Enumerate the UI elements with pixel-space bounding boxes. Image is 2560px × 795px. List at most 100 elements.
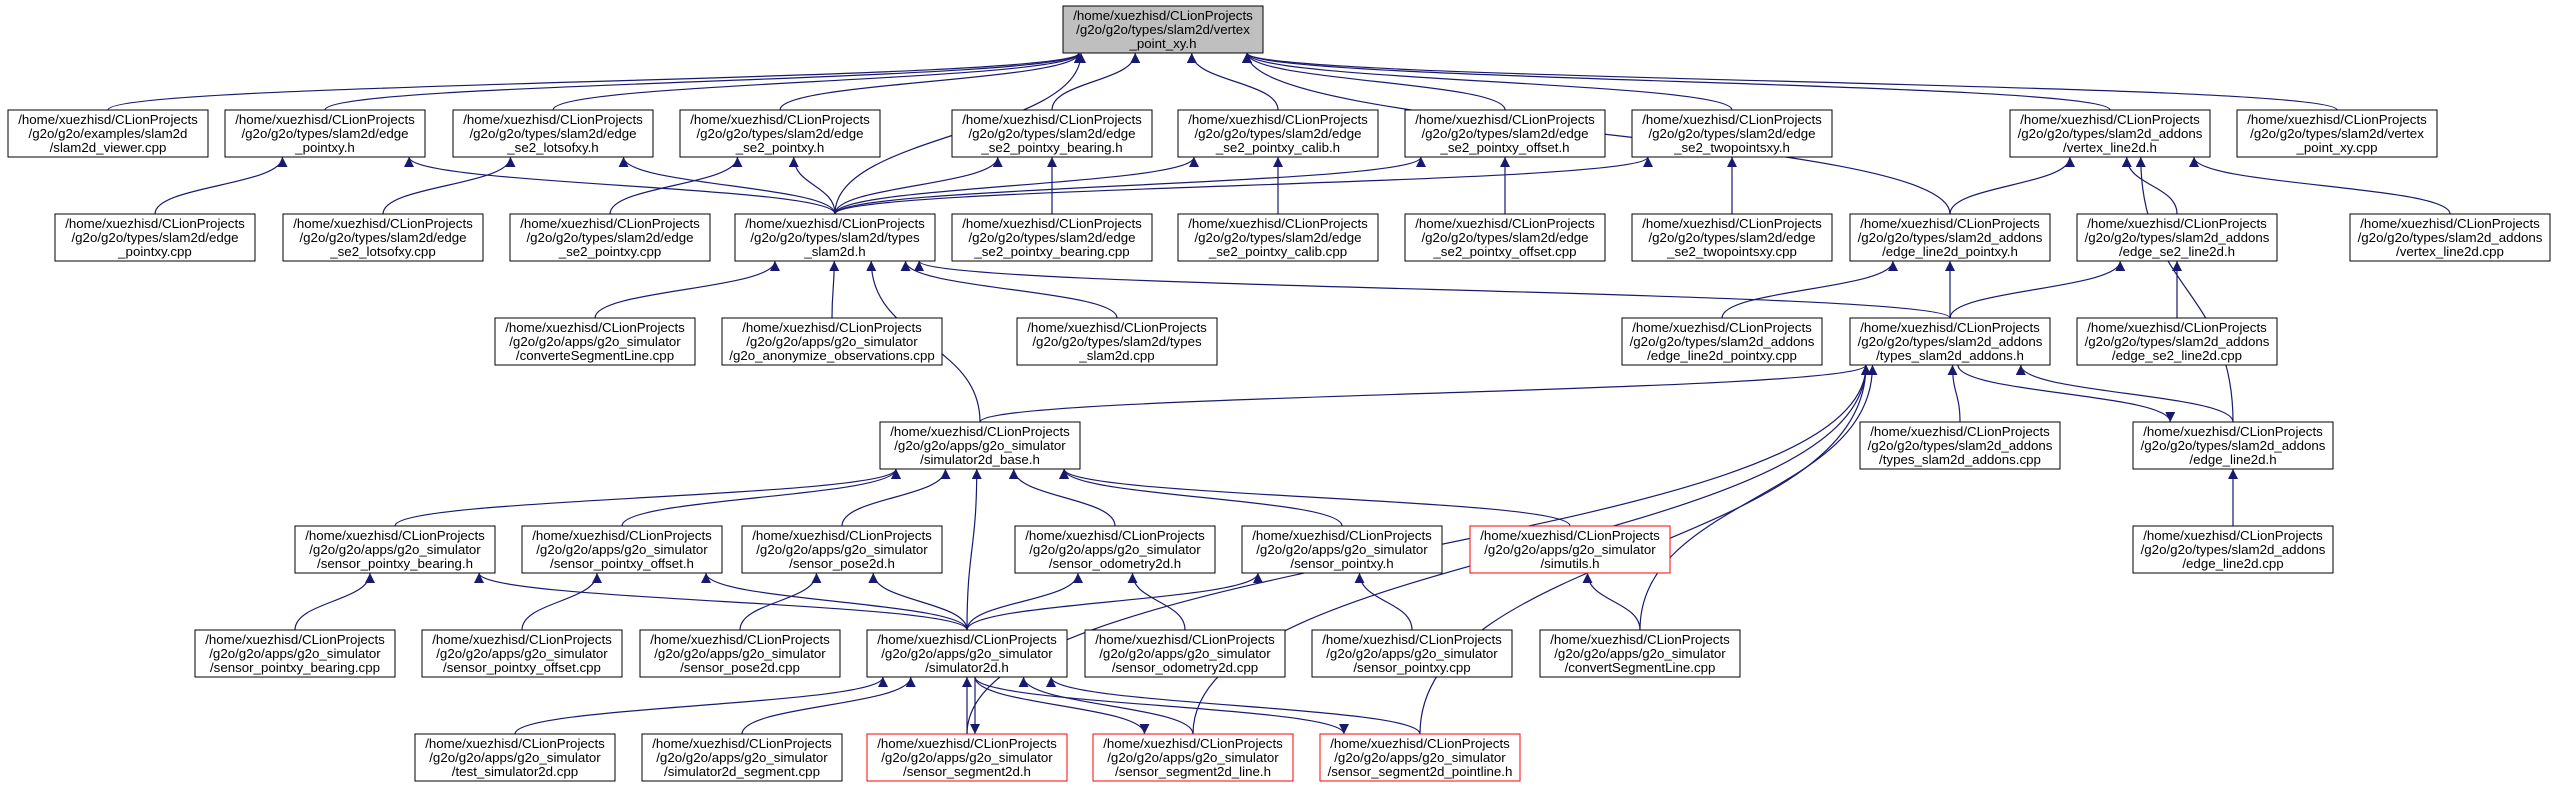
node-label-line: /home/xuezhisd/CLionProjects bbox=[1550, 632, 1730, 647]
node-label-line: _se2_pointxy_calib.h bbox=[1215, 140, 1340, 155]
dependency-edge-edge_se2_pointxy_cpp-to-edge_se2_pointxy_h bbox=[609, 156, 743, 215]
node-label-line: /home/xuezhisd/CLionProjects bbox=[1330, 736, 1510, 751]
node-label-line: /g2o/g2o/apps/g2o_simulator bbox=[894, 438, 1066, 453]
file-node-edge-se2-pointxy-offset-h[interactable]: /home/xuezhisd/CLionProjects/g2o/g2o/typ… bbox=[1404, 109, 1606, 158]
file-node-sensor-segment2d-pointline-h[interactable]: /home/xuezhisd/CLionProjects/g2o/g2o/app… bbox=[1319, 733, 1521, 782]
node-label-line: /home/xuezhisd/CLionProjects bbox=[1188, 112, 1368, 127]
node-box bbox=[54, 213, 256, 262]
node-label-line: /edge_line2d.cpp bbox=[2182, 556, 2283, 571]
file-node-vertex-line2d-cpp[interactable]: /home/xuezhisd/CLionProjects/g2o/g2o/typ… bbox=[2349, 213, 2551, 262]
node-label-line: /g2o/g2o/types/slam2d/edge bbox=[1421, 230, 1588, 245]
file-node-test-simulator2d-cpp[interactable]: /home/xuezhisd/CLionProjects/g2o/g2o/app… bbox=[414, 733, 616, 782]
node-label-line: /home/xuezhisd/CLionProjects bbox=[650, 632, 830, 647]
file-node-types-slam2d-h[interactable]: /home/xuezhisd/CLionProjects/g2o/g2o/typ… bbox=[734, 213, 936, 262]
file-node-sensor-segment2d-h[interactable]: /home/xuezhisd/CLionProjects/g2o/g2o/app… bbox=[866, 733, 1068, 782]
file-node-sensor-pointxy-offset-h[interactable]: /home/xuezhisd/CLionProjects/g2o/g2o/app… bbox=[521, 525, 723, 574]
node-label-line: /home/xuezhisd/CLionProjects bbox=[235, 112, 415, 127]
file-node-edge-se2-pointxy-calib-h[interactable]: /home/xuezhisd/CLionProjects/g2o/g2o/typ… bbox=[1177, 109, 1379, 158]
node-label-line: /g2o/g2o/types/slam2d/edge bbox=[241, 126, 408, 141]
file-node-edge-se2-pointxy-h[interactable]: /home/xuezhisd/CLionProjects/g2o/g2o/typ… bbox=[679, 109, 881, 158]
node-label-line: /edge_se2_line2d.h bbox=[2119, 244, 2235, 259]
node-label-line: /g2o/g2o/types/slam2d_addons bbox=[1868, 438, 2053, 453]
file-node-edge-se2-pointxy-calib-cpp[interactable]: /home/xuezhisd/CLionProjects/g2o/g2o/typ… bbox=[1177, 213, 1379, 262]
node-box bbox=[2076, 317, 2278, 366]
node-label-line: /slam2d_viewer.cpp bbox=[50, 140, 167, 155]
dependency-edge-simulator2d_h-to-sensor_segment2d_pointline_h bbox=[974, 676, 1349, 735]
node-label-line: /g2o/g2o/apps/g2o_simulator bbox=[509, 334, 681, 349]
file-node-edge-pointxy-h[interactable]: /home/xuezhisd/CLionProjects/g2o/g2o/typ… bbox=[224, 109, 426, 158]
node-label-line: /home/xuezhisd/CLionProjects bbox=[2020, 112, 2200, 127]
file-node-sensor-pointxy-bearing-h[interactable]: /home/xuezhisd/CLionProjects/g2o/g2o/app… bbox=[294, 525, 496, 574]
node-label-line: /home/xuezhisd/CLionProjects bbox=[1860, 216, 2040, 231]
node-label-line: /types_slam2d_addons.h bbox=[1876, 348, 2024, 363]
node-label-line: /g2o/g2o/apps/g2o_simulator bbox=[881, 646, 1053, 661]
file-node-convertSegmentLine-cpp-b[interactable]: /home/xuezhisd/CLionProjects/g2o/g2o/app… bbox=[1539, 629, 1741, 678]
node-label-line: /g2o/g2o/types/slam2d_addons bbox=[2018, 126, 2203, 141]
file-node-sensor-pointxy-cpp[interactable]: /home/xuezhisd/CLionProjects/g2o/g2o/app… bbox=[1311, 629, 1513, 678]
dependency-edge-sensor_pose2d_h-to-simulator2d_base_h bbox=[841, 468, 951, 527]
edges-layer bbox=[107, 52, 2451, 735]
node-label-line: /home/xuezhisd/CLionProjects bbox=[2143, 528, 2323, 543]
node-box bbox=[951, 213, 1153, 262]
file-node-sensor-pose2d-cpp[interactable]: /home/xuezhisd/CLionProjects/g2o/g2o/app… bbox=[639, 629, 841, 678]
file-node-edge-pointxy-cpp[interactable]: /home/xuezhisd/CLionProjects/g2o/g2o/typ… bbox=[54, 213, 256, 262]
file-node-simulator2d-base-h[interactable]: /home/xuezhisd/CLionProjects/g2o/g2o/app… bbox=[879, 421, 1081, 470]
file-node-types-slam2d-addons-cpp[interactable]: /home/xuezhisd/CLionProjects/g2o/g2o/typ… bbox=[1859, 421, 2061, 470]
node-label-line: /g2o/g2o/types/slam2d/edge bbox=[469, 126, 636, 141]
dependency-edge-simulator2d_h-to-sensor_pointxy_bearing_h bbox=[474, 572, 968, 631]
dependency-edge-types_slam2d_h-to-edge_se2_twopointsxy_h bbox=[834, 156, 1653, 215]
node-label-line: _point_xy.h bbox=[1128, 36, 1196, 51]
node-box bbox=[1311, 629, 1513, 678]
file-node-simulator2d-h[interactable]: /home/xuezhisd/CLionProjects/g2o/g2o/app… bbox=[866, 629, 1068, 678]
file-node-edge-se2-pointxy-bearing-cpp[interactable]: /home/xuezhisd/CLionProjects/g2o/g2o/typ… bbox=[951, 213, 1153, 262]
file-node-edge-line2d-pointxy-cpp[interactable]: /home/xuezhisd/CLionProjects/g2o/g2o/typ… bbox=[1621, 317, 1823, 366]
file-node-vertex-line2d-h[interactable]: /home/xuezhisd/CLionProjects/g2o/g2o/typ… bbox=[2009, 109, 2211, 158]
file-node-edge-se2-twopointsxy-h[interactable]: /home/xuezhisd/CLionProjects/g2o/g2o/typ… bbox=[1631, 109, 1833, 158]
dependency-edge-edge_line2d_h-to-vertex_line2d_h bbox=[2135, 156, 2234, 423]
file-node-edge-se2-lotsofxy-cpp[interactable]: /home/xuezhisd/CLionProjects/g2o/g2o/typ… bbox=[282, 213, 484, 262]
file-node-types-slam2d-cpp[interactable]: /home/xuezhisd/CLionProjects/g2o/g2o/typ… bbox=[1016, 317, 1218, 366]
file-node-vertex-point-xy-h[interactable]: /home/xuezhisd/CLionProjects/g2o/g2o/typ… bbox=[1062, 5, 1264, 54]
node-label-line: /g2o/g2o/apps/g2o_simulator bbox=[881, 750, 1053, 765]
node-label-line: /g2o/g2o/apps/g2o_simulator bbox=[656, 750, 828, 765]
file-node-sensor-odometry2d-cpp[interactable]: /home/xuezhisd/CLionProjects/g2o/g2o/app… bbox=[1084, 629, 1286, 678]
node-label-line: /home/xuezhisd/CLionProjects bbox=[745, 216, 925, 231]
node-box bbox=[1241, 525, 1443, 574]
file-node-edge-se2-pointxy-offset-cpp[interactable]: /home/xuezhisd/CLionProjects/g2o/g2o/typ… bbox=[1404, 213, 1606, 262]
file-node-edge-se2-line2d-cpp[interactable]: /home/xuezhisd/CLionProjects/g2o/g2o/typ… bbox=[2076, 317, 2278, 366]
file-node-edge-se2-line2d-h[interactable]: /home/xuezhisd/CLionProjects/g2o/g2o/typ… bbox=[2076, 213, 2278, 262]
file-node-g2o-anonymize-cpp[interactable]: /home/xuezhisd/CLionProjects/g2o/g2o/app… bbox=[721, 317, 943, 366]
file-node-types-slam2d-addons-h[interactable]: /home/xuezhisd/CLionProjects/g2o/g2o/typ… bbox=[1849, 317, 2051, 366]
file-node-edge-line2d-pointxy-h[interactable]: /home/xuezhisd/CLionProjects/g2o/g2o/typ… bbox=[1849, 213, 2051, 262]
node-label-line: /home/xuezhisd/CLionProjects bbox=[18, 112, 198, 127]
file-node-edge-se2-twopointsxy-cpp[interactable]: /home/xuezhisd/CLionProjects/g2o/g2o/typ… bbox=[1631, 213, 1833, 262]
file-node-sensor-odometry2d-h[interactable]: /home/xuezhisd/CLionProjects/g2o/g2o/app… bbox=[1014, 525, 1216, 574]
dependency-edge-types_slam2d_addons_h-to-edge_line2d_h bbox=[1957, 364, 2176, 423]
file-node-convertSegmentLine-cpp-a[interactable]: /home/xuezhisd/CLionProjects/g2o/g2o/app… bbox=[494, 317, 696, 366]
node-box bbox=[1062, 5, 1264, 54]
file-node-edge-se2-pointxy-bearing-h[interactable]: /home/xuezhisd/CLionProjects/g2o/g2o/typ… bbox=[951, 109, 1153, 158]
node-label-line: /home/xuezhisd/CLionProjects bbox=[532, 528, 712, 543]
node-label-line: /g2o/g2o/apps/g2o_simulator bbox=[1554, 646, 1726, 661]
file-node-sensor-pointxy-bearing-cpp[interactable]: /home/xuezhisd/CLionProjects/g2o/g2o/app… bbox=[194, 629, 396, 678]
file-node-simulator2d-segment-cpp[interactable]: /home/xuezhisd/CLionProjects/g2o/g2o/app… bbox=[641, 733, 843, 782]
node-box bbox=[2132, 421, 2334, 470]
node-box bbox=[1469, 525, 1671, 574]
file-node-sensor-pointxy-h[interactable]: /home/xuezhisd/CLionProjects/g2o/g2o/app… bbox=[1241, 525, 1443, 574]
node-box bbox=[679, 109, 881, 158]
file-node-sensor-segment2d-line-h[interactable]: /home/xuezhisd/CLionProjects/g2o/g2o/app… bbox=[1092, 733, 1294, 782]
node-box bbox=[294, 525, 496, 574]
file-node-edge-se2-pointxy-cpp[interactable]: /home/xuezhisd/CLionProjects/g2o/g2o/typ… bbox=[509, 213, 711, 262]
file-node-sensor-pose2d-h[interactable]: /home/xuezhisd/CLionProjects/g2o/g2o/app… bbox=[741, 525, 943, 574]
node-box bbox=[639, 629, 841, 678]
file-node-sensor-pointxy-offset-cpp[interactable]: /home/xuezhisd/CLionProjects/g2o/g2o/app… bbox=[421, 629, 623, 678]
file-node-slam2d-viewer-cpp[interactable]: /home/xuezhisd/CLionProjects/g2o/g2o/exa… bbox=[7, 109, 209, 158]
file-node-edge-line2d-h[interactable]: /home/xuezhisd/CLionProjects/g2o/g2o/typ… bbox=[2132, 421, 2334, 470]
node-box bbox=[741, 525, 943, 574]
file-node-edge-line2d-cpp[interactable]: /home/xuezhisd/CLionProjects/g2o/g2o/typ… bbox=[2132, 525, 2334, 574]
file-node-simutils-h[interactable]: /home/xuezhisd/CLionProjects/g2o/g2o/app… bbox=[1469, 525, 1671, 574]
file-node-vertex-point-xy-cpp[interactable]: /home/xuezhisd/CLionProjects/g2o/g2o/typ… bbox=[2236, 109, 2438, 158]
node-label-line: /g2o/g2o/types/slam2d/edge bbox=[1194, 230, 1361, 245]
node-box bbox=[7, 109, 209, 158]
file-node-edge-se2-lotsofxy-h[interactable]: /home/xuezhisd/CLionProjects/g2o/g2o/typ… bbox=[452, 109, 654, 158]
